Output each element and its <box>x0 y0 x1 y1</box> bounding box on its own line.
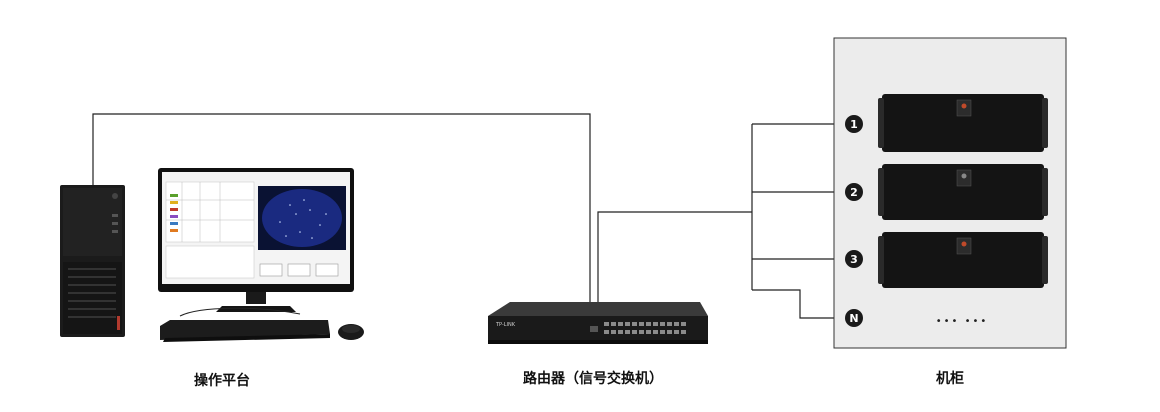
slot-marker-label: N <box>849 312 858 325</box>
mouse <box>338 324 364 340</box>
slot-marker-label: 2 <box>850 186 858 199</box>
cabinet-device-3 <box>878 232 1048 288</box>
connection-lines <box>92 113 846 319</box>
power-indicator-icon <box>961 241 967 247</box>
pc-caption: 操作平台 <box>194 373 250 389</box>
power-indicator-icon <box>961 103 967 109</box>
power-button-icon <box>112 193 118 199</box>
slot-marker-2: 2 <box>845 183 863 201</box>
monitor <box>158 168 354 312</box>
slot-marker-n: N <box>845 309 863 327</box>
cabinet-device-1 <box>878 94 1048 152</box>
router-brand: TP-LINK <box>495 322 516 328</box>
bus-to-slot-n-line <box>752 289 846 319</box>
pc-tower <box>60 185 125 337</box>
pc-to-router-line <box>92 113 591 304</box>
keyboard <box>160 307 330 342</box>
cabinet-device-2 <box>878 164 1048 220</box>
router-switch: TP-LINK <box>488 302 708 344</box>
slot-marker-3: 3 <box>845 250 863 268</box>
more-devices-ellipsis: ••• ••• <box>936 316 989 327</box>
router-caption: 路由器（信号交换机） <box>523 371 663 387</box>
cabinet-caption: 机柜 <box>936 371 964 387</box>
slot-marker-label: 1 <box>850 118 858 131</box>
slot-marker-label: 3 <box>850 253 858 266</box>
cabinet: 1 2 3 N ••• ••• <box>833 37 1067 349</box>
router-to-bus-line <box>597 211 752 304</box>
power-indicator-icon <box>961 173 967 179</box>
slot-marker-1: 1 <box>845 115 863 133</box>
